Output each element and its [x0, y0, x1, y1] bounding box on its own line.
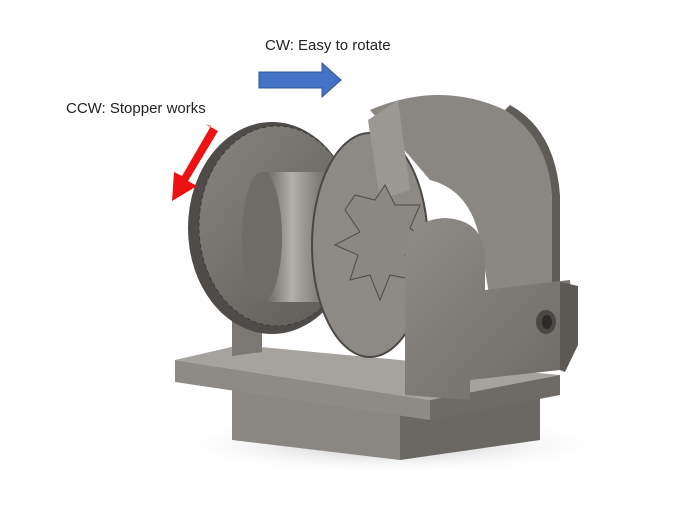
- front-bracket: [405, 218, 578, 400]
- cw-label: CW: Easy to rotate: [265, 37, 391, 54]
- ccw-label: CCW: Stopper works: [66, 100, 206, 117]
- ccw-arrow-icon: [172, 124, 218, 201]
- cw-arrow-icon: [258, 61, 342, 99]
- arched-frame: [368, 95, 560, 300]
